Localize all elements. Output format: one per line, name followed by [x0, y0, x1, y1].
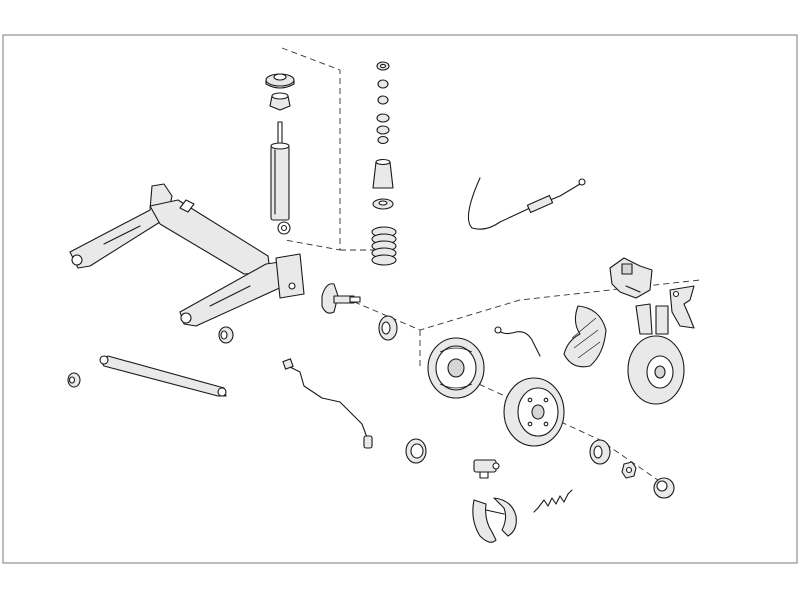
wheel-cylinder-icon: [473, 459, 500, 479]
brake-spring-kit-icon: [533, 489, 573, 513]
wheel-bearing-icon: [378, 315, 398, 341]
brake-backing-plate-icon: [427, 337, 485, 399]
hub-bearing-icon: [589, 439, 611, 465]
shock-absorber-icon: [270, 121, 291, 235]
splash-guard-icon: [563, 305, 607, 368]
brake-shoe-set-icon: [472, 497, 517, 543]
brake-pads-icon: [635, 303, 669, 335]
coil-spring-icon: [371, 226, 397, 266]
rear-axle-beam-icon: [69, 183, 305, 327]
rubber-mount-icon: [67, 372, 81, 388]
bump-stop-icon: [372, 158, 394, 210]
strut-mount-washer-stack-icon: [376, 61, 390, 145]
axle-bushing-icon: [218, 326, 234, 344]
handbrake-cable-icon: [467, 177, 586, 230]
hub-nut-icon: [621, 461, 637, 479]
caliper-bracket-icon: [669, 285, 695, 329]
brake-drum-icon: [503, 377, 565, 447]
brake-caliper-icon: [609, 257, 653, 299]
strut-top-mount-icon: [265, 73, 295, 89]
abs-sensor-icon: [282, 358, 373, 449]
brake-disc-icon: [627, 335, 685, 405]
brake-hose-icon: [494, 326, 541, 357]
dust-cap-icon: [653, 477, 675, 499]
wheel-spindle-icon: [321, 283, 361, 314]
shock-absorber-nut-icon: [269, 92, 291, 111]
diagram-border: [2, 34, 798, 564]
tie-rod-icon: [99, 355, 227, 397]
shaft-seal-icon: [405, 438, 427, 464]
